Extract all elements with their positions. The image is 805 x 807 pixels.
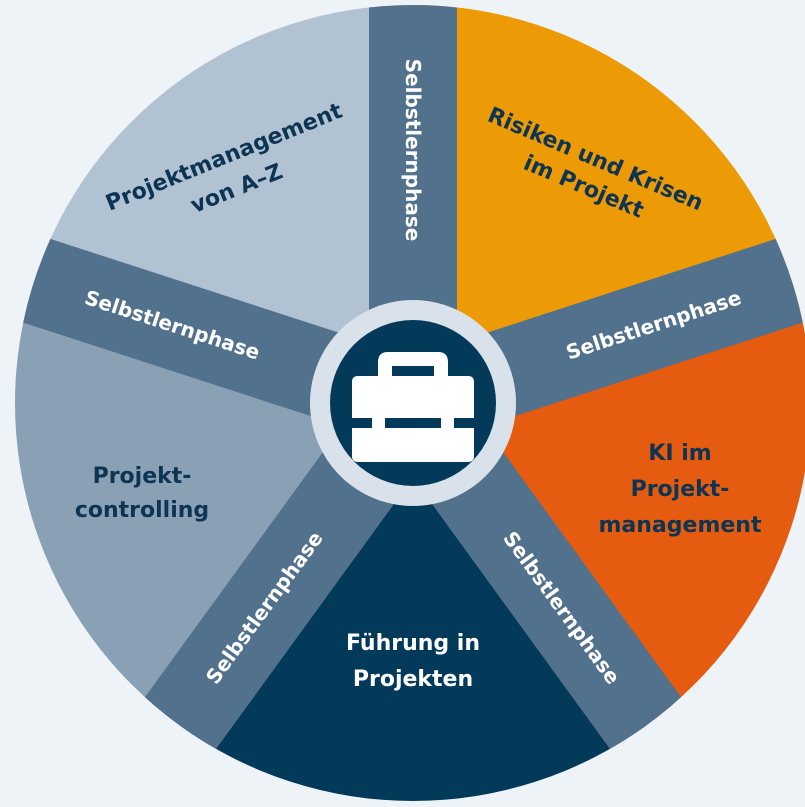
segment-fuehrung [179, 403, 647, 802]
segment-label-line: KI im [648, 441, 711, 466]
segment-label-line: controlling [75, 498, 209, 523]
segment-label-line: Projekten [353, 667, 473, 692]
segment-label-line: Projekt- [93, 464, 192, 489]
segment-label-ki: KI im Projekt-management [599, 441, 762, 538]
segment-label-controlling: Projekt-controlling [75, 464, 209, 523]
toolbox-icon [352, 352, 474, 462]
segment-label-fuehrung: Führung in Projekten [346, 631, 480, 692]
band-label: Selbstlernphase [401, 59, 425, 242]
segment-label-line: management [599, 513, 762, 538]
segment-label-line: Führung in [346, 631, 480, 656]
hub [310, 300, 516, 506]
segment-label-line: Projekt- [631, 477, 730, 502]
